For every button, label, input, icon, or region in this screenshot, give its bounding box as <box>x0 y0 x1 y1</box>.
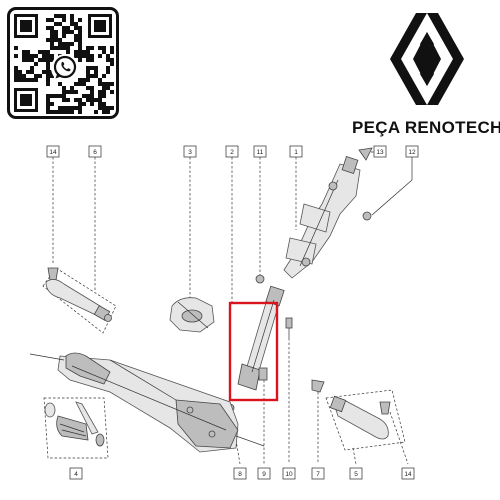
svg-text:2: 2 <box>230 149 234 156</box>
whatsapp-qr-code <box>7 7 119 119</box>
tie-rod-end-right <box>311 379 391 440</box>
callout: 10 <box>282 467 296 480</box>
boot-kit <box>44 401 105 447</box>
highlighted-part-frame <box>228 301 279 402</box>
svg-text:12: 12 <box>408 149 416 156</box>
callout: 14 <box>46 145 60 158</box>
qr-finder-bottom-left <box>14 88 38 112</box>
svg-text:7: 7 <box>316 471 320 478</box>
leader-lines <box>52 151 413 465</box>
svg-text:14: 14 <box>404 471 412 478</box>
svg-text:8: 8 <box>238 471 242 478</box>
callout: 4 <box>69 467 83 480</box>
callout: 1 <box>289 145 303 158</box>
small-hardware <box>255 147 373 338</box>
callout: 9 <box>257 467 271 480</box>
svg-text:10: 10 <box>285 471 293 478</box>
svg-text:5: 5 <box>354 471 358 478</box>
steering-rack <box>29 352 265 453</box>
qr-finder-top-right <box>88 14 112 38</box>
tie-rod-end-right-group <box>325 389 406 451</box>
boot-kit-group <box>43 397 109 459</box>
tie-rod-end-left <box>45 267 112 322</box>
qr-code-pattern <box>14 14 114 114</box>
callout-labels: 14 6 3 2 11 1 13 12 4 8 9 10 7 5 14 <box>46 145 419 480</box>
svg-text:11: 11 <box>257 149 264 156</box>
callout: 14 <box>401 467 415 480</box>
renault-diamond-logo <box>390 13 464 105</box>
callout: 8 <box>233 467 247 480</box>
rubber-mount <box>169 297 215 333</box>
steering-column <box>283 155 361 279</box>
qr-finder-top-left <box>14 14 38 38</box>
svg-text:14: 14 <box>49 149 57 156</box>
svg-text:3: 3 <box>188 149 192 156</box>
callout: 7 <box>311 467 325 480</box>
callout: 11 <box>253 145 267 158</box>
callout: 5 <box>349 467 363 480</box>
callout: 13 <box>373 145 387 158</box>
callout: 12 <box>405 145 419 158</box>
brand-name: PEÇA RENOTECH <box>352 118 500 137</box>
callout: 3 <box>183 145 197 158</box>
svg-text:6: 6 <box>93 149 97 156</box>
clamp-bolt <box>258 367 268 381</box>
whatsapp-icon <box>51 54 79 82</box>
callout: 6 <box>88 145 102 158</box>
intermediate-shaft <box>237 285 285 391</box>
svg-text:9: 9 <box>262 471 266 478</box>
callout: 2 <box>225 145 239 158</box>
svg-text:4: 4 <box>74 471 78 478</box>
svg-text:1: 1 <box>294 149 298 156</box>
svg-text:13: 13 <box>376 149 384 156</box>
